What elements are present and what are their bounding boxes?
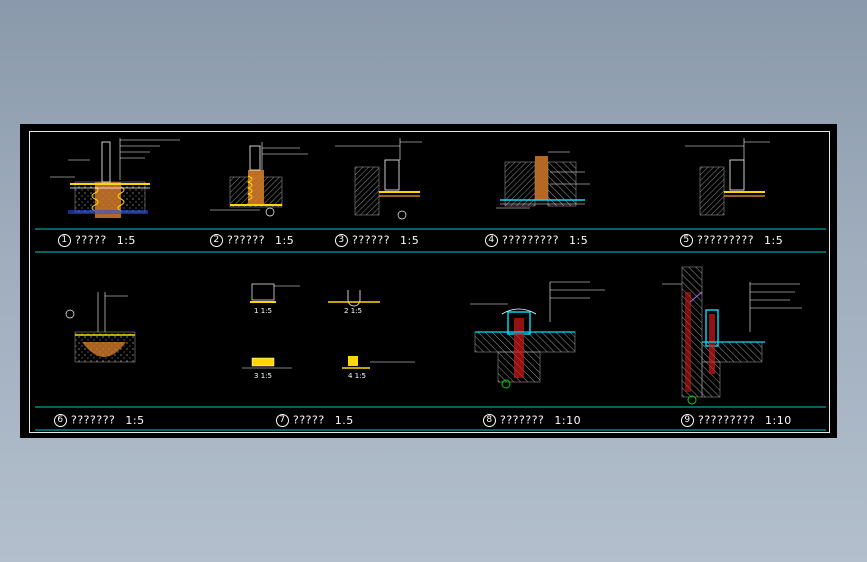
detail-caption-2[interactable]: 2??????1:5: [210, 233, 294, 247]
detail-7-drawing: [242, 283, 415, 369]
sub-detail-2-label: 2 1:5: [344, 307, 362, 315]
drawing-canvas: [35, 138, 826, 431]
detail-caption-1[interactable]: 1?????1:5: [58, 233, 136, 247]
detail-number-badge: 3: [335, 233, 348, 247]
detail-1-drawing: [50, 138, 180, 218]
sub-detail-4-label: 4 1:5: [348, 372, 366, 380]
detail-number-badge: 6: [54, 413, 67, 427]
detail-number-badge: 1: [58, 233, 71, 247]
detail-number-badge: 4: [485, 233, 498, 247]
detail-caption-6[interactable]: 6???????1:5: [54, 413, 145, 427]
detail-2-drawing: [210, 142, 308, 217]
detail-caption-5[interactable]: 5?????????1:5: [680, 233, 783, 247]
detail-4-drawing: [496, 151, 590, 209]
detail-caption-4[interactable]: 4?????????1:5: [485, 233, 588, 247]
detail-number-badge: 5: [680, 233, 693, 247]
detail-caption-7[interactable]: 7?????1.5: [276, 413, 354, 427]
detail-caption-9[interactable]: 9?????????1:10: [681, 413, 792, 427]
sub-detail-1-label: 1 1:5: [254, 307, 272, 315]
detail-9-drawing: [662, 266, 802, 405]
detail-5-drawing: [685, 138, 770, 216]
detail-number-badge: 2: [210, 233, 223, 247]
drawing-sheet: 1 1:5 2 1:5 3 1:5 4 1:5 1?????1:5 2?????…: [29, 131, 830, 433]
caption-dividers: [35, 228, 826, 431]
detail-number-badge: 7: [276, 413, 289, 427]
sub-detail-3-label: 3 1:5: [254, 372, 272, 380]
detail-caption-8[interactable]: 8???????1:10: [483, 413, 581, 427]
detail-caption-3[interactable]: 3??????1:5: [335, 233, 419, 247]
detail-8-drawing: [470, 281, 605, 389]
detail-6-drawing: [65, 292, 136, 363]
cad-viewport[interactable]: 1 1:5 2 1:5 3 1:5 4 1:5 1?????1:5 2?????…: [20, 124, 837, 438]
detail-number-badge: 9: [681, 413, 694, 427]
detail-number-badge: 8: [483, 413, 496, 427]
detail-3-drawing: [335, 138, 422, 220]
